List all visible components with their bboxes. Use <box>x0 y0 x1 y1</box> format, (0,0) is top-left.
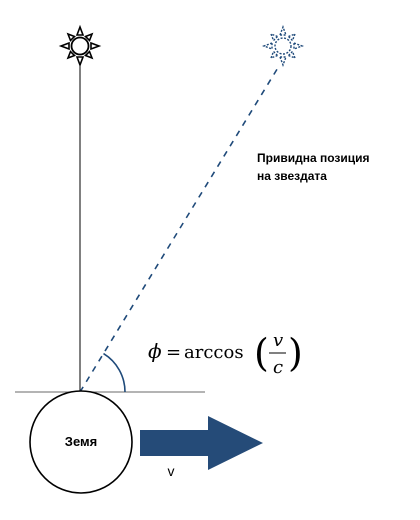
angle-arc <box>103 352 126 393</box>
formula-equals: = <box>166 342 181 363</box>
formula-right-paren: ) <box>288 331 303 375</box>
earth-label: Земя <box>65 434 97 449</box>
formula-arccos: arccos <box>184 342 244 363</box>
formula-left-paren: ( <box>254 331 269 375</box>
formula-phi: ϕ <box>148 339 162 363</box>
formula-numerator: v <box>273 330 283 351</box>
apparent-star-icon <box>262 25 304 67</box>
true-star-icon <box>58 24 102 68</box>
apparent-direction-line <box>79 65 280 393</box>
earth-circle <box>29 390 133 494</box>
aberration-formula: ϕ = arccos ( v c ) <box>148 330 303 378</box>
formula-denominator: c <box>273 357 283 378</box>
velocity-label: v <box>168 463 175 479</box>
apparent-position-label-line1: Привидна позиция <box>257 151 369 165</box>
velocity-arrow-icon <box>140 416 263 470</box>
apparent-position-label-line2: на звездата <box>257 169 327 183</box>
